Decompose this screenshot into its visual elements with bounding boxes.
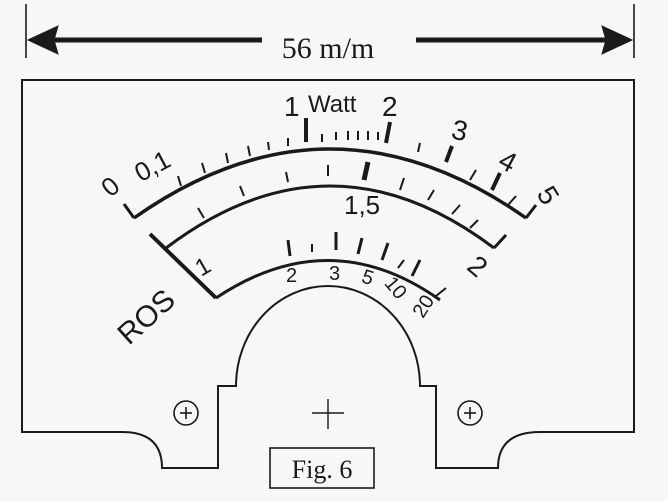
middle-label-1-5: 1,5 <box>344 190 380 220</box>
dimension-label: 56 m/m <box>282 32 375 65</box>
watt-scale-ticks <box>122 118 538 219</box>
screw-hole-right-icon <box>457 400 483 426</box>
ros-label-5: 5 <box>359 266 376 290</box>
ros-scale-ticks <box>286 232 447 297</box>
dial-plate-outline <box>21 79 635 469</box>
screw-hole-left-icon <box>173 400 199 426</box>
arrow-left-icon <box>26 25 59 55</box>
arrow-right-icon <box>601 25 634 55</box>
middle-scale-ticks <box>148 161 508 300</box>
watt-label-2: 2 <box>382 91 398 122</box>
middle-scale-arc <box>165 184 495 250</box>
watt-label-0: 0 <box>95 170 125 202</box>
ros-label-2: 2 <box>286 265 297 287</box>
watt-label-4: 4 <box>494 144 522 179</box>
watt-label-1: 1 <box>284 91 300 122</box>
figure-caption: Fig. 6 <box>292 455 353 484</box>
center-crosshair-icon <box>312 399 344 429</box>
dimension-line <box>25 4 635 58</box>
ros-label-10: 10 <box>380 273 411 304</box>
ros-label-3: 3 <box>329 263 340 285</box>
caption-box <box>269 447 375 489</box>
watt-label-0-1: 0,1 <box>129 144 175 187</box>
ros-scale-arc <box>215 259 441 302</box>
watt-unit-label: Watt <box>308 91 357 118</box>
watt-scale-arc <box>132 147 528 220</box>
watt-label-3: 3 <box>449 114 471 148</box>
middle-label-2: 2 <box>462 249 494 283</box>
ros-name-label: ROS <box>111 283 181 351</box>
